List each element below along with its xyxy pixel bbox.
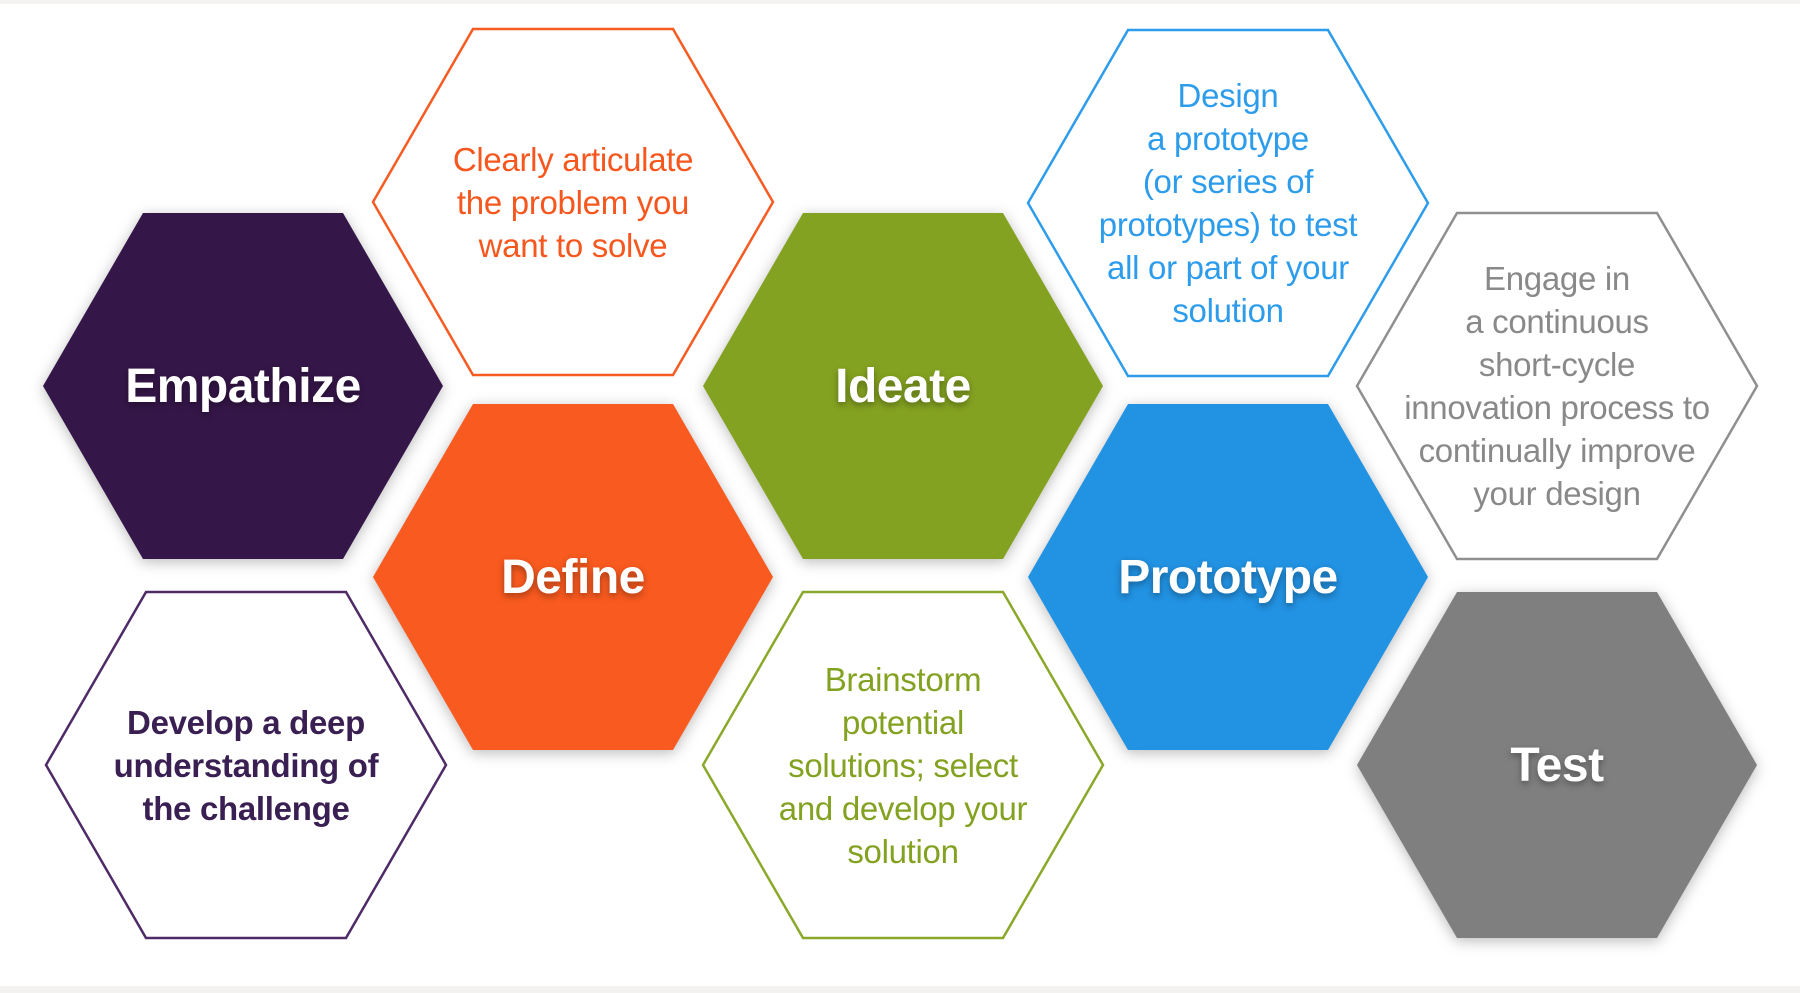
- ideate-hexagon: Ideate: [703, 213, 1103, 559]
- prototype-label: Prototype: [1118, 550, 1338, 604]
- ideate-note-hexagon-outline: [701, 590, 1105, 940]
- define-hexagon: Define: [373, 404, 773, 750]
- test-hexagon: Test: [1357, 592, 1757, 938]
- empathize-note-text: Develop a deep understanding of the chal…: [113, 703, 379, 827]
- define-note-hexagon-outline: [371, 27, 775, 377]
- define-hexagon-shape: [373, 404, 773, 750]
- prototype-hexagon-shape: [1028, 404, 1428, 750]
- define-note-text: Clearly articulate the problem you want …: [452, 140, 694, 264]
- ideate-note-hexagon-shape: [701, 590, 1105, 940]
- bottom-edge-artifact: [0, 986, 1800, 993]
- empathize-hexagon-fill: [43, 213, 443, 559]
- empathize-hexagon: Empathize: [43, 213, 443, 559]
- test-note-text: Engage in a continuous short-cycle innov…: [1404, 260, 1710, 512]
- test-note-hexagon: Engage in a continuous short-cycle innov…: [1355, 211, 1759, 561]
- ideate-note-hexagon: Brainstorm potential solutions; select a…: [701, 590, 1105, 940]
- test-hexagon-fill: [1357, 592, 1757, 938]
- ideate-note-text: Brainstorm potential solutions; select a…: [778, 660, 1028, 870]
- empathize-note-hexagon-shape: [44, 590, 448, 940]
- define-note-hexagon: Clearly articulate the problem you want …: [371, 27, 775, 377]
- prototype-note-hexagon-outline: [1026, 28, 1430, 378]
- define-note-hexagon-shape: [371, 27, 775, 377]
- empathize-note-hexagon-outline: [44, 590, 448, 940]
- test-label: Test: [1510, 738, 1604, 792]
- test-note-hexagon-shape: [1355, 211, 1759, 561]
- ideate-label: Ideate: [835, 359, 971, 413]
- define-label: Define: [501, 550, 645, 604]
- prototype-note-hexagon-shape: [1026, 28, 1430, 378]
- define-hexagon-fill: [373, 404, 773, 750]
- top-edge-artifact: [0, 0, 1800, 4]
- test-hexagon-shape: [1357, 592, 1757, 938]
- prototype-hexagon-fill: [1028, 404, 1428, 750]
- prototype-note-text: Design a prototype (or series of prototy…: [1098, 77, 1358, 329]
- prototype-note-hexagon: Design a prototype (or series of prototy…: [1026, 28, 1430, 378]
- ideate-hexagon-shape: [703, 213, 1103, 559]
- empathize-label: Empathize: [125, 359, 361, 413]
- prototype-hexagon: Prototype: [1028, 404, 1428, 750]
- test-note-hexagon-outline: [1355, 211, 1759, 561]
- ideate-hexagon-fill: [703, 213, 1103, 559]
- empathize-note-hexagon: Develop a deep understanding of the chal…: [44, 590, 448, 940]
- empathize-hexagon-shape: [43, 213, 443, 559]
